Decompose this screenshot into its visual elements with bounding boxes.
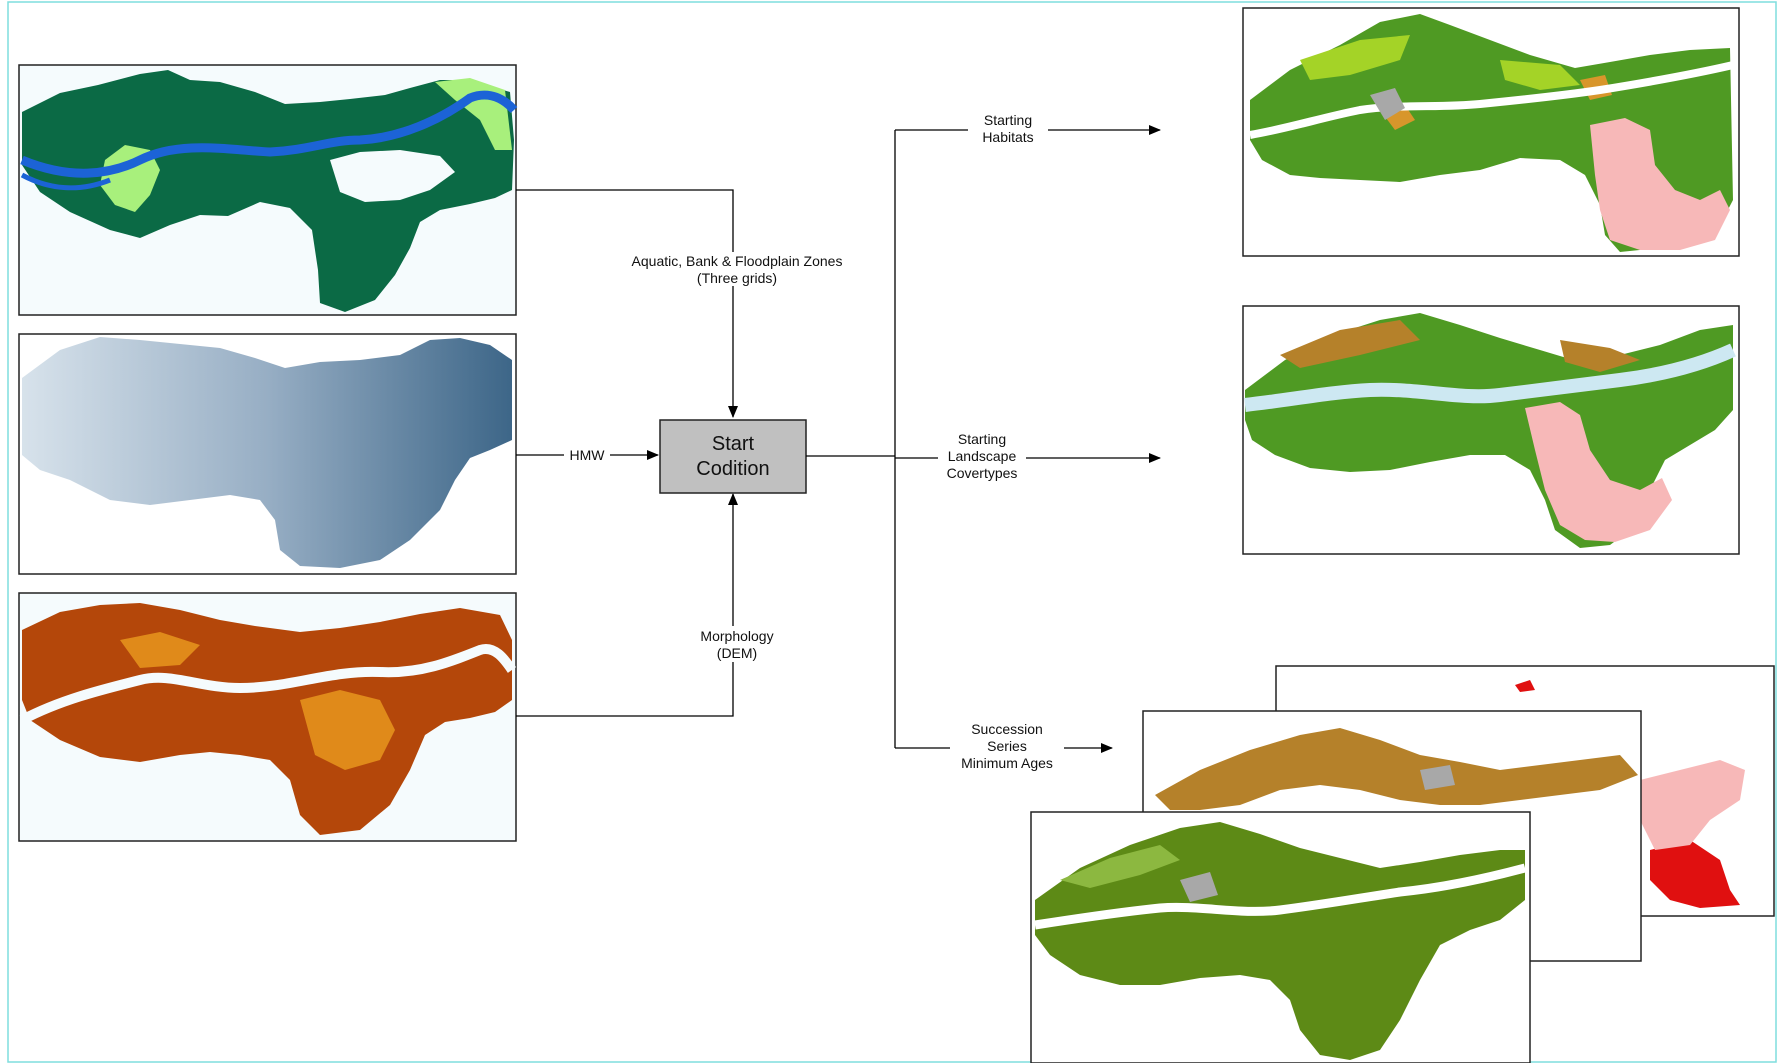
start-condition-box: Start Codition xyxy=(659,419,807,494)
zones-connector xyxy=(516,189,738,418)
succession-label-line1: Succession xyxy=(971,721,1043,737)
hmw-map xyxy=(18,333,517,575)
start-condition-line2: Codition xyxy=(696,458,769,480)
succession-stack xyxy=(1030,665,1775,1063)
habitats-gray-bar xyxy=(1370,88,1405,120)
succession-card-front xyxy=(1030,811,1531,1063)
hmw-label: HMW xyxy=(570,447,606,463)
morph-connector xyxy=(516,493,738,717)
habitats-orange-patches xyxy=(1380,75,1612,130)
zones-label-line1: Aquatic, Bank & Floodplain Zones xyxy=(632,253,843,269)
landscape-map xyxy=(1242,305,1740,555)
succession-front-river xyxy=(1034,863,1527,930)
outer-frame xyxy=(7,1,1777,1063)
zones-label-line2: (Three grids) xyxy=(697,270,777,286)
succession-label-line3: Minimum Ages xyxy=(961,755,1053,771)
succession-back-pink xyxy=(1640,760,1745,850)
landscape-label-line3: Covertypes xyxy=(947,465,1018,481)
start-condition-line1: Start xyxy=(712,433,755,455)
succession-back-red xyxy=(1650,840,1740,908)
succession-front-surface xyxy=(1035,822,1525,1060)
succession-middle-tan xyxy=(1155,728,1638,810)
dem-map xyxy=(18,592,517,842)
zones-clearing xyxy=(330,150,455,202)
landscape-label-line1: Starting xyxy=(958,431,1006,447)
dem-orange-patches xyxy=(120,632,395,770)
zones-floodplain-area xyxy=(22,70,514,312)
succession-label-line2: Series xyxy=(987,738,1027,754)
habitats-lime-patches xyxy=(1300,35,1580,90)
landscape-label-line2: Landscape xyxy=(948,448,1017,464)
zones-river xyxy=(20,90,518,178)
habitats-label-line1: Starting xyxy=(984,112,1032,128)
morph-label-line1: Morphology xyxy=(700,628,773,644)
habitats-map xyxy=(1242,7,1740,257)
habitats-pink-zone xyxy=(1590,118,1730,250)
landscape-water xyxy=(1244,343,1736,412)
habitats-river xyxy=(1249,61,1734,139)
dem-river xyxy=(19,644,517,725)
landscape-brown-patches xyxy=(1280,320,1640,372)
landscape-pink-zone xyxy=(1525,402,1672,542)
zones-map xyxy=(18,64,518,316)
habitats-label-line2: Habitats xyxy=(982,129,1033,145)
hmw-surface xyxy=(22,337,512,568)
succession-front-light xyxy=(1060,845,1180,888)
morph-label-line2: (DEM) xyxy=(717,645,757,661)
